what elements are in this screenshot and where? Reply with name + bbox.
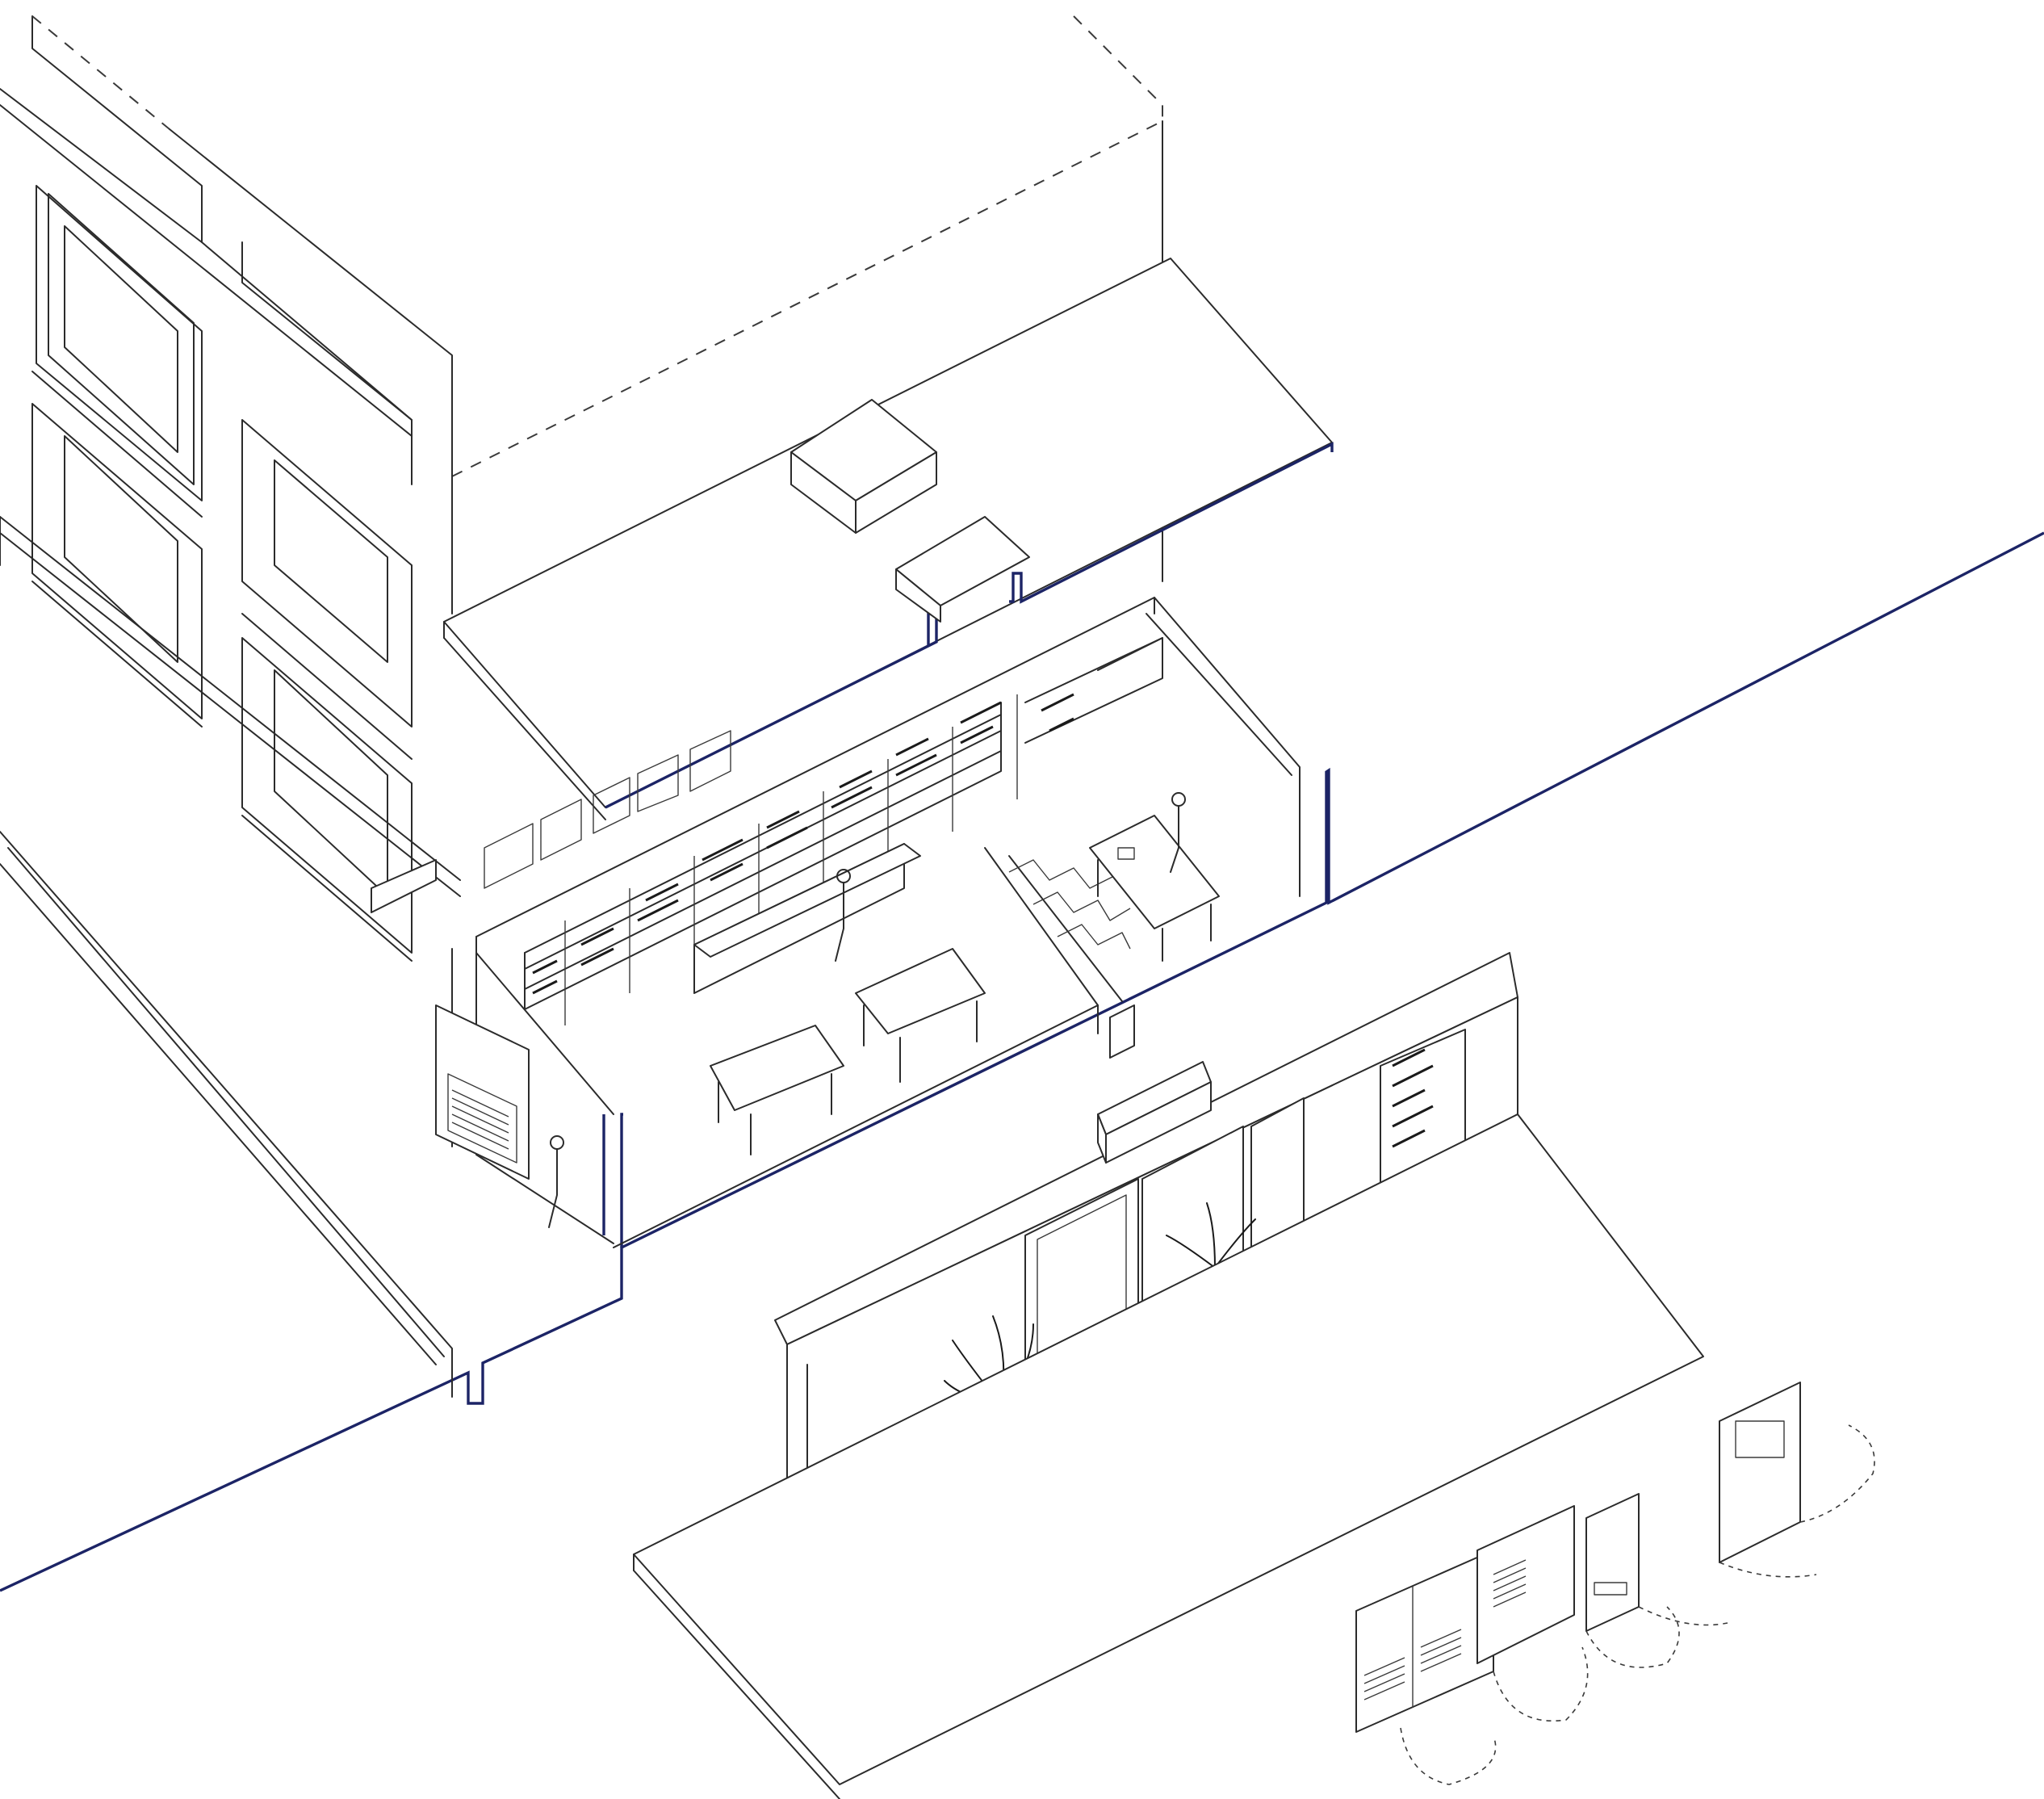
person-icon-desk [1170, 792, 1186, 873]
stair [984, 847, 1135, 1059]
counter [693, 843, 921, 994]
plant-icon-window [1166, 1202, 1264, 1269]
books [532, 701, 1002, 995]
door-swing [1585, 1606, 1680, 1668]
door-swing [1493, 1646, 1589, 1721]
person-icon [835, 869, 851, 962]
laptop-icon [1117, 847, 1135, 860]
basement-hatches [1355, 1382, 1875, 1785]
door-swing [1719, 1562, 1817, 1578]
skylight-a [790, 399, 937, 534]
table-c [1089, 815, 1220, 962]
bookshelf-upper [1024, 637, 1163, 744]
section-cut-line [0, 531, 2044, 1592]
wall-sign [435, 1004, 530, 1180]
skylight-b [895, 516, 1030, 623]
vent-icon [1363, 1629, 1462, 1700]
table-b [855, 948, 986, 1083]
clerestory-windows [484, 730, 731, 889]
window-bay-left [31, 185, 203, 728]
window-bay-right [241, 419, 413, 962]
sidewalk [633, 1113, 1704, 1799]
hatch-panel [1585, 1493, 1640, 1632]
door-swing [1400, 1727, 1497, 1785]
door-swing [1638, 1606, 1728, 1626]
table-a [710, 1025, 844, 1155]
door-swing [1799, 1424, 1875, 1523]
bookshelf-unit [524, 694, 1018, 1025]
projecting-sign [371, 859, 437, 913]
hatch-panel [1355, 1549, 1494, 1733]
neighbour-building [0, 15, 461, 1398]
vent-icon [1493, 1559, 1527, 1608]
person-icon-door [548, 1135, 564, 1228]
roof-canopy [443, 258, 1334, 820]
door-icon [1719, 1382, 1801, 1563]
basement-vent [1109, 1004, 1135, 1059]
bookshelf-run [524, 637, 1163, 1025]
